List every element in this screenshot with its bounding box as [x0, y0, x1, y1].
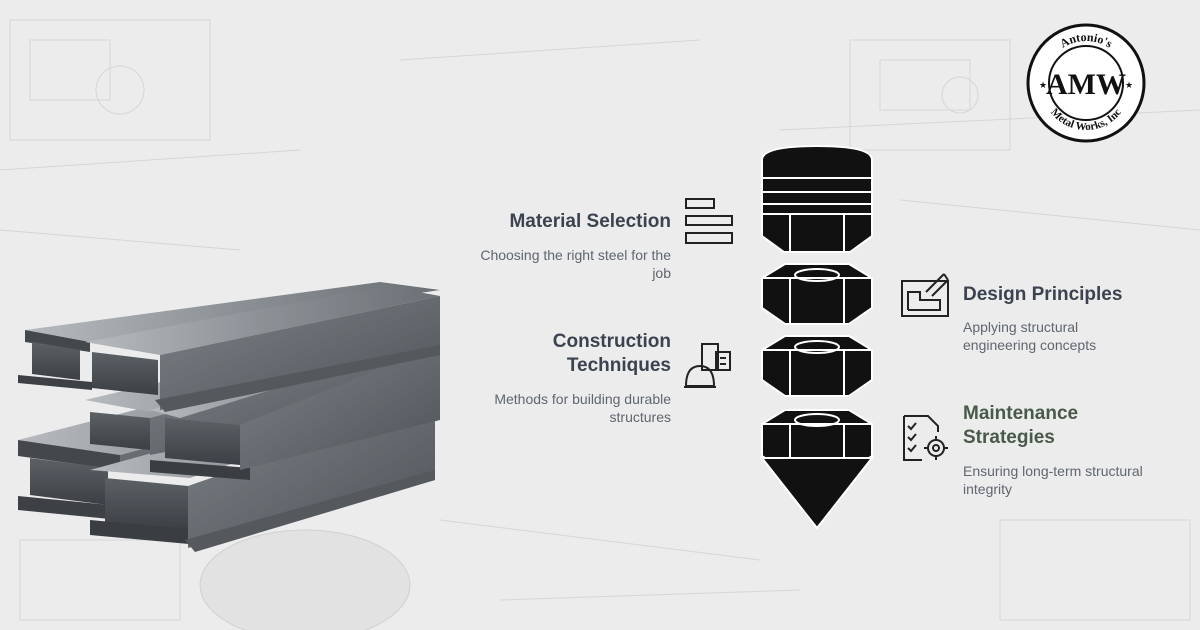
hex-nut-segment-2 — [761, 335, 873, 397]
logo-monogram: AMW — [1046, 68, 1126, 101]
construction-techniques-description: Methods for building durable structures — [494, 391, 671, 425]
construction-techniques-title: Construction Techniques — [552, 331, 671, 376]
material-selection-description: Choosing the right steel for the job — [480, 247, 671, 281]
logo-top-text: Antonio's — [1057, 30, 1115, 51]
material-selection-title: Material Selection — [509, 211, 671, 232]
svg-text:Antonio's: Antonio's — [1057, 30, 1115, 51]
amw-seal-logo: Antonio's Metal Works, Inc AMW ★ ★ — [1025, 22, 1147, 144]
beam-top-right — [85, 286, 440, 412]
checklist-gear-icon — [903, 415, 948, 461]
hardhat-building-icon — [684, 343, 731, 388]
svg-text:★: ★ — [1039, 80, 1047, 90]
design-principles-description: Applying structural engineering concepts — [963, 319, 1097, 353]
maintenance-strategies-description: Ensuring long-term structural integrity — [963, 463, 1143, 497]
layered-cylinder-segment — [761, 144, 873, 253]
hex-nut-cone-segment — [759, 409, 875, 530]
svg-text:★: ★ — [1125, 80, 1133, 90]
hex-nut-segment-1 — [761, 263, 873, 325]
maintenance-strategies-title: Maintenance Strategies — [963, 403, 1079, 448]
blueprint-pencil-icon — [901, 273, 949, 317]
stacked-bars-icon — [685, 198, 733, 244]
design-principles-title: Design Principles — [963, 284, 1123, 305]
